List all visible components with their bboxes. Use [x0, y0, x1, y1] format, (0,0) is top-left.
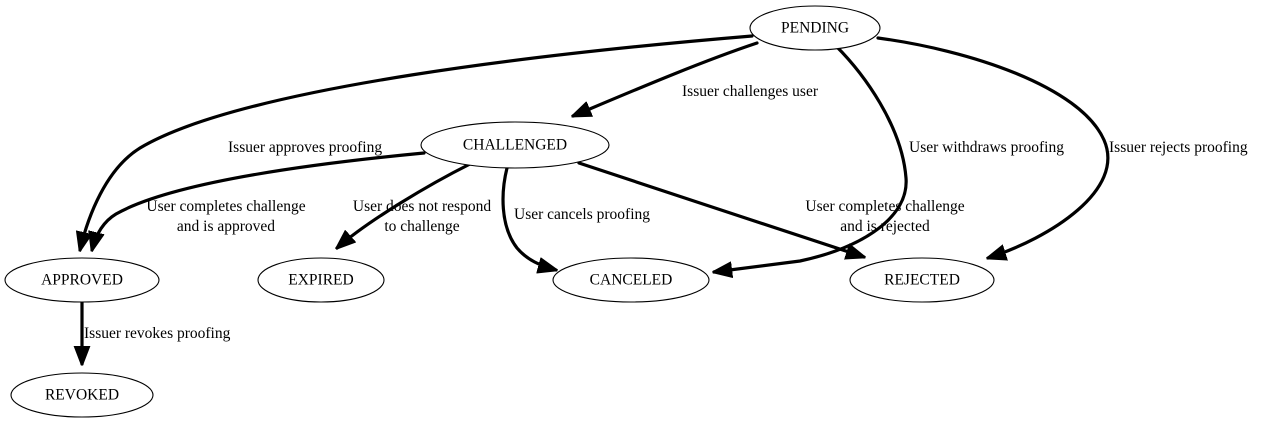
node-shape-ellipse[interactable]	[749, 5, 881, 51]
node-revoked[interactable]: REVOKED	[10, 372, 154, 418]
edge-label-text: Issuer approves proofing	[228, 139, 382, 156]
edge-label-text-line1: User completes challenge	[146, 198, 305, 215]
node-label-canceled: CANCELED	[590, 272, 673, 289]
node-shape-ellipse[interactable]	[4, 257, 160, 303]
edge-challenged-expired	[337, 162, 472, 248]
edge-pending-challenged	[573, 41, 759, 118]
edge-path-challenged-approved	[92, 151, 426, 250]
edge-label-text: Issuer rejects proofing	[1109, 139, 1248, 156]
edge-challenged-rejected	[577, 161, 864, 257]
node-shape-ellipse[interactable]	[10, 372, 154, 418]
node-expired[interactable]: EXPIRED	[257, 257, 385, 303]
node-label-rejected: REJECTED	[884, 272, 960, 289]
edge-label-pending-approved: Issuer approves proofing	[228, 139, 382, 156]
edge-label-text-line2: and is rejected	[840, 218, 930, 235]
edge-challenged-approved	[92, 151, 426, 250]
edge-label-challenged-approved: User completes challenge and is approved	[146, 198, 305, 235]
edge-label-text-line1: User does not respond	[353, 198, 491, 215]
node-canceled[interactable]: CANCELED	[552, 257, 710, 303]
edge-label-challenged-rejected: User completes challenge and is rejected	[805, 198, 964, 235]
edge-label-text: User cancels proofing	[514, 206, 650, 223]
edge-label-text-line1: User completes challenge	[805, 198, 964, 215]
edge-path-pending-rejected	[876, 36, 1110, 258]
node-label-expired: EXPIRED	[288, 272, 353, 289]
edge-challenged-canceled	[501, 166, 556, 270]
node-shape-ellipse[interactable]	[849, 257, 995, 303]
node-pending[interactable]: PENDING	[749, 5, 881, 51]
edge-path-challenged-canceled	[501, 166, 556, 270]
node-shape-ellipse[interactable]	[552, 257, 710, 303]
edge-label-challenged-expired: User does not respond to challenge	[353, 198, 491, 235]
edge-path-challenged-rejected	[577, 161, 864, 257]
node-shape-ellipse[interactable]	[257, 257, 385, 303]
edge-label-pending-challenged: Issuer challenges user	[682, 83, 819, 100]
node-shape-ellipse[interactable]	[420, 121, 610, 169]
edge-label-approved-revoked: Issuer revokes proofing	[84, 325, 231, 342]
edge-path-challenged-expired	[337, 162, 472, 248]
edge-path-pending-canceled	[714, 44, 908, 272]
node-approved[interactable]: APPROVED	[4, 257, 160, 303]
edge-path-pending-approved	[80, 34, 754, 250]
edge-label-pending-rejected: Issuer rejects proofing	[1109, 139, 1248, 156]
edge-label-text-line2: to challenge	[384, 218, 459, 235]
node-label-approved: APPROVED	[41, 272, 123, 289]
edge-label-pending-canceled: User withdraws proofing	[909, 139, 1064, 156]
edge-path-pending-challenged	[573, 41, 759, 118]
edge-pending-canceled	[714, 44, 908, 272]
edge-pending-rejected	[876, 36, 1110, 258]
node-label-challenged: CHALLENGED	[463, 137, 567, 154]
edge-label-challenged-canceled: User cancels proofing	[514, 206, 650, 223]
edge-pending-approved	[80, 34, 754, 250]
edge-label-text: Issuer revokes proofing	[84, 325, 231, 342]
edge-label-text: User withdraws proofing	[909, 139, 1064, 156]
edge-label-text: Issuer challenges user	[682, 83, 819, 100]
node-challenged[interactable]: CHALLENGED	[420, 121, 610, 169]
node-label-pending: PENDING	[781, 20, 849, 37]
edge-label-text-line2: and is approved	[177, 218, 275, 235]
node-label-revoked: REVOKED	[45, 387, 119, 404]
node-rejected[interactable]: REJECTED	[849, 257, 995, 303]
